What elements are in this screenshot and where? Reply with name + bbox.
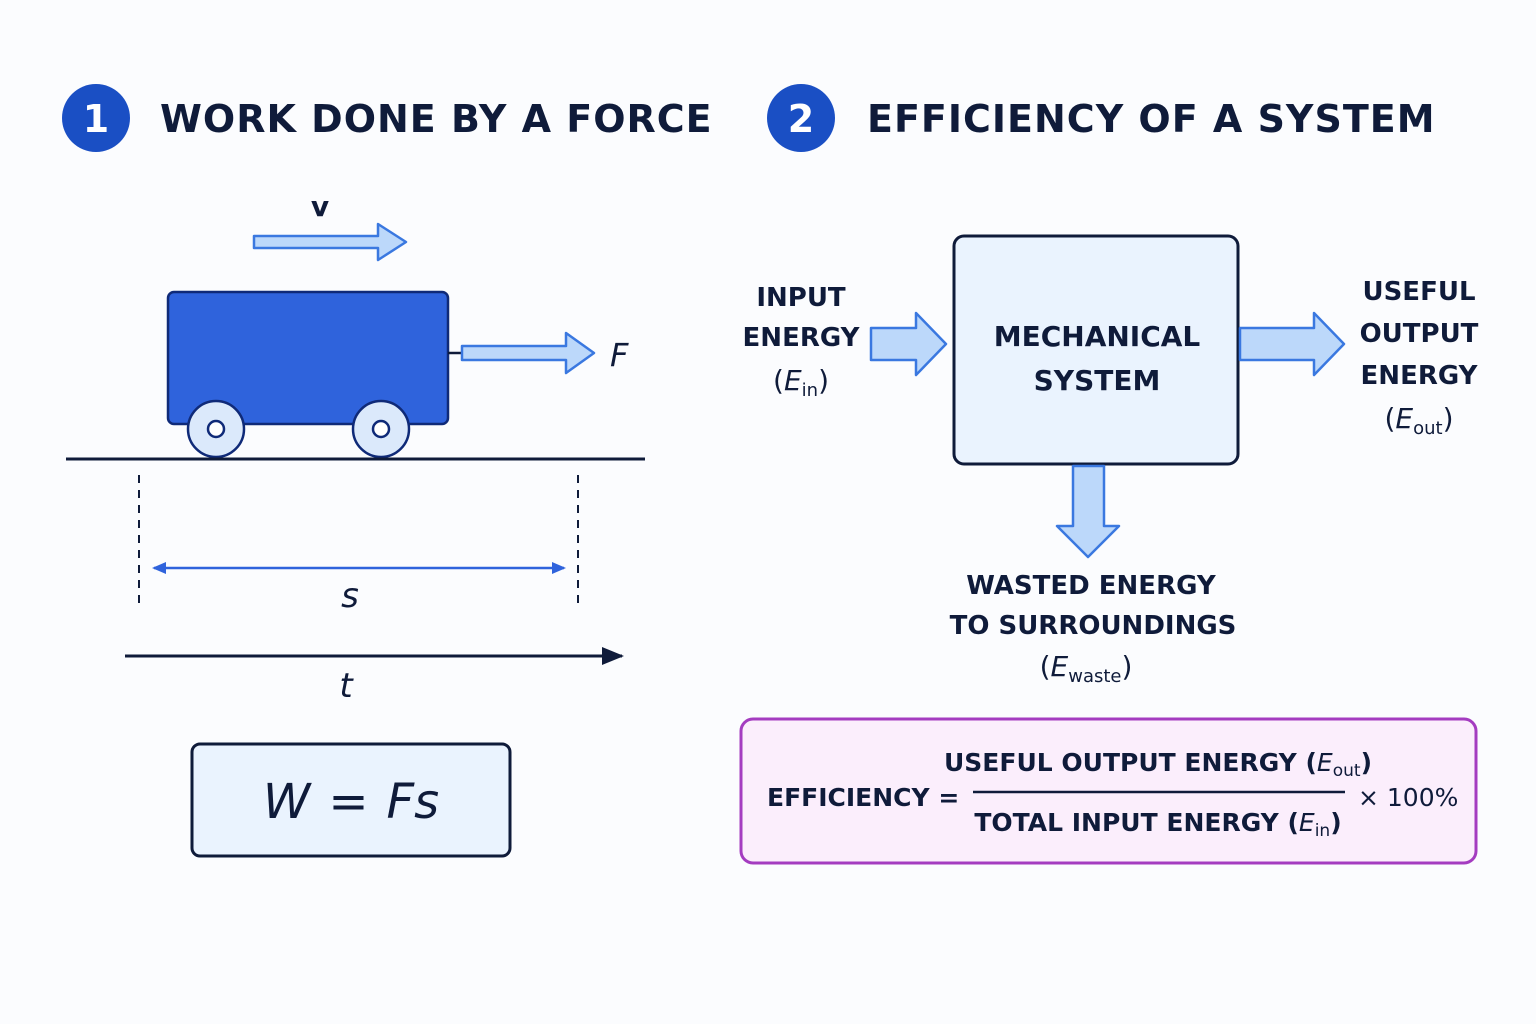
force-label: F [610,336,629,374]
efficiency-numerator: USEFUL OUTPUT ENERGY (Eout) [944,748,1372,781]
waste-symbol: (Ewaste) [1040,650,1133,687]
section2-number: 2 [788,97,814,141]
cart-wheel-left [186,399,246,459]
waste-label-line1: WASTED ENERGY [966,571,1217,601]
efficiency-denominator: TOTAL INPUT ENERGY (Ein) [974,808,1341,841]
displacement-label: s [341,576,359,616]
input-arrow [869,311,948,377]
waste-arrow [1055,464,1121,559]
waste-label-line2: TO SURROUNDINGS [950,611,1237,641]
force-arrow [460,331,596,375]
section1-number: 1 [83,97,109,141]
system-label-line1: MECHANICAL [994,320,1201,353]
output-label-line3: ENERGY [1361,361,1479,391]
cart-body [166,290,450,426]
output-label-line2: OUTPUT [1360,319,1479,349]
equation-rhs: Fs [387,774,440,830]
output-arrow [1238,311,1346,377]
efficiency-lhs: EFFICIENCY = [767,783,959,812]
section2-title: EFFICIENCY OF A SYSTEM [867,97,1436,141]
section1-header: 1 WORK DONE BY A FORCE [62,84,713,152]
input-label-line1: INPUT [756,283,846,313]
system-label-line2: SYSTEM [1034,364,1161,397]
efficiency-multiplier: × 100% [1358,783,1458,812]
output-label-line1: USEFUL [1362,277,1475,307]
time-label: t [339,666,354,706]
section1-title: WORK DONE BY A FORCE [160,97,713,141]
equation-equals: = [328,774,368,830]
input-symbol: (Ein) [773,364,829,401]
equation-lhs: W [263,774,312,830]
equation-box [190,742,512,858]
cart [166,290,450,459]
work-equation: W = Fs [263,774,439,830]
velocity-arrow [252,222,408,262]
section2-header: 2 EFFICIENCY OF A SYSTEM [767,84,1436,152]
section1-badge [62,84,130,152]
mechanical-system-box [952,234,1240,466]
velocity-label: v [311,190,329,223]
input-label-line2: ENERGY [743,323,861,353]
cart-wheel-right [351,399,411,459]
output-symbol: (Eout) [1384,402,1453,439]
section2-badge [767,84,835,152]
